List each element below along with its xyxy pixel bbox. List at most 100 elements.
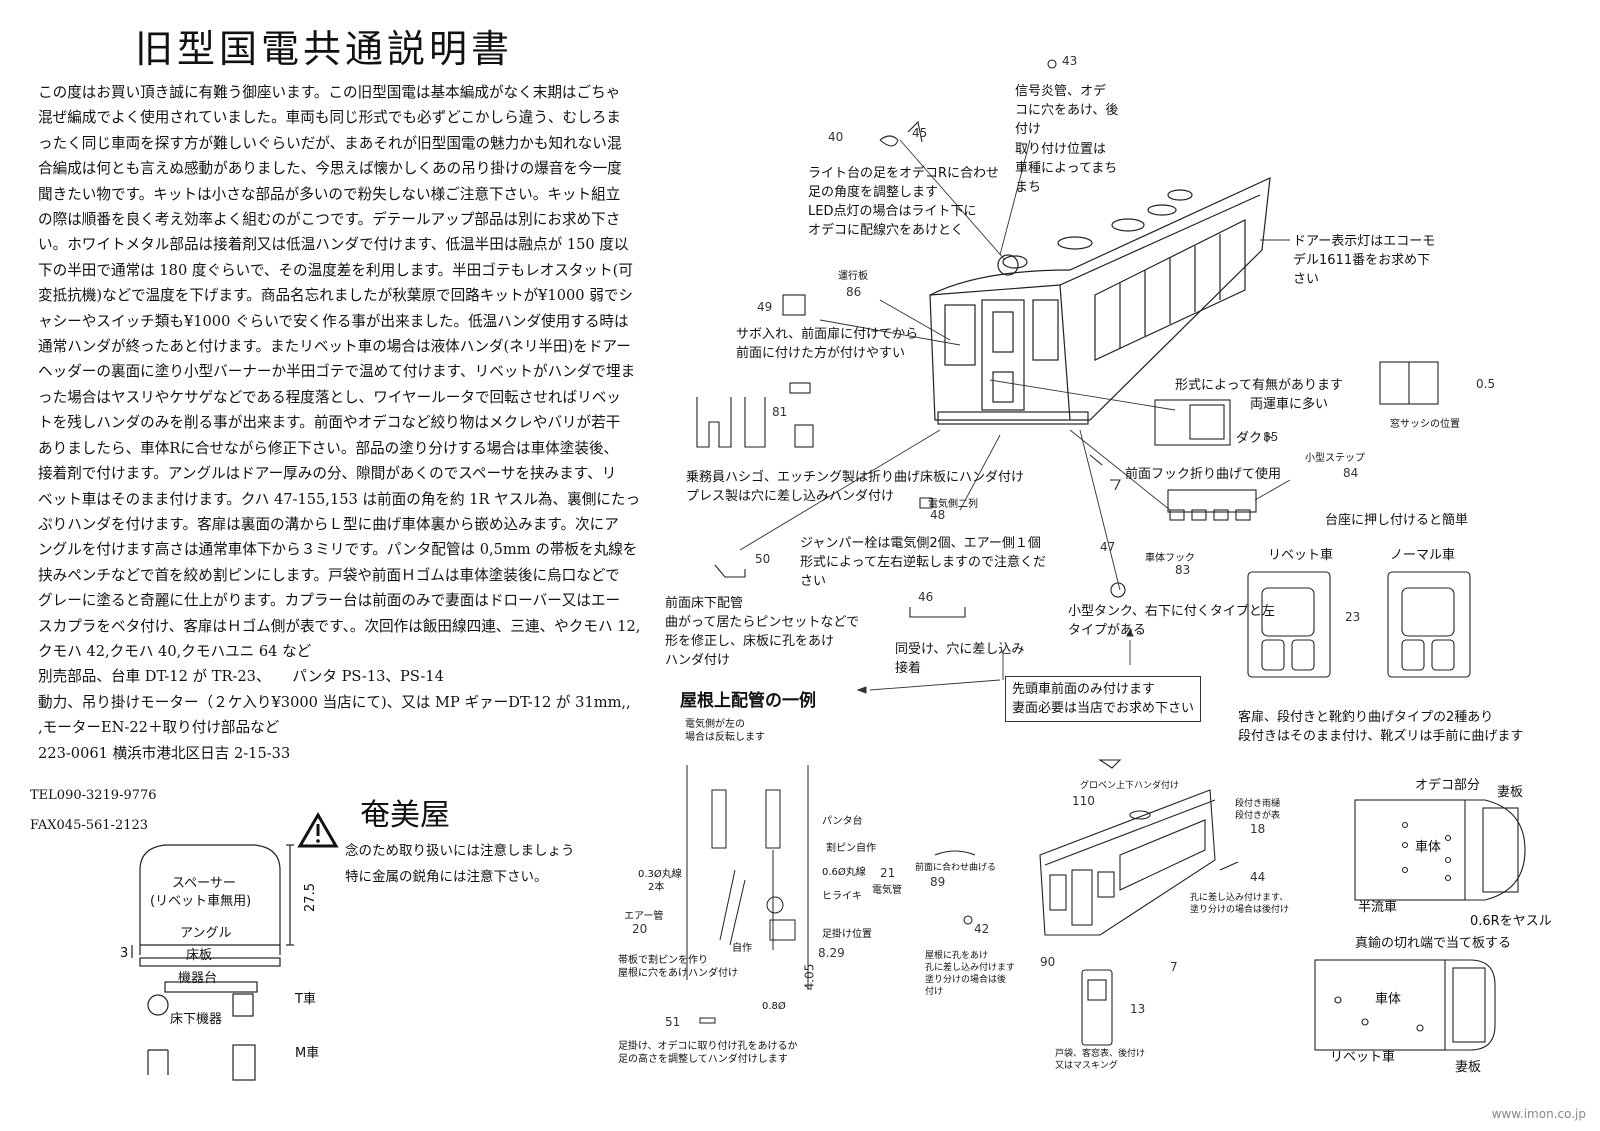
label-hiraki: ヒライキ xyxy=(822,891,862,902)
part-number: 50 xyxy=(755,552,771,566)
body-line: ングルを付けます高さは通常車体下から３ミリです。パンタ配管は 0,5mm の帯板… xyxy=(38,541,638,559)
part-number: 90 xyxy=(1040,955,1056,969)
body-line: った場合はヤスリやケサゲなどである程度落とし、ワイヤールータで回転させればリベッ xyxy=(38,388,621,406)
part-number: 51 xyxy=(665,1015,681,1029)
label-r06: 0.6Rをヤスル xyxy=(1470,914,1552,929)
part-number: 18 xyxy=(1250,822,1266,836)
label-same-receive: 同受け、穴に差し込み接着 xyxy=(895,642,1025,676)
label-front-bend: 前面に合わせ曲げる xyxy=(915,863,997,873)
body-line: い。ホワイトメタル部品は接着剤又は低温ハンダで付けます、低温半田は融点が 150… xyxy=(38,236,629,254)
body-line: 223-0061 横浜市港北区日吉 2-15-33 xyxy=(38,744,291,762)
fax-number: FAX045-561-2123 xyxy=(30,818,149,833)
label-roof-hole: 屋根に孔をあけ孔に差し込み付けます塗り分けの場合は後付け xyxy=(925,951,1016,997)
label-bend-edge: 真鍮の切れ端で当て板する xyxy=(1355,936,1512,951)
label-door-types: 客扉、段付きと靴釣り曲げタイプの2種あり段付きはそのまま付け、靴ズリは手前に曲げ… xyxy=(1238,710,1524,744)
label-paint-after: 戸袋、客窓表、後付け又はマスキング xyxy=(1055,1049,1146,1071)
label-step-position: 足掛け位置 xyxy=(822,929,872,940)
part-number: 43 xyxy=(1062,54,1078,68)
label-door-lamp: ドアー表示灯はエコーモデル1611番をお求め下さい xyxy=(1293,234,1436,287)
part-number: 23 xyxy=(1345,610,1361,624)
arrows xyxy=(856,628,1134,694)
leader-lines xyxy=(739,139,1291,691)
body-line: スカプラをベタ付け、客扉はＨゴム側が表です、。次回作は飯田線四連、三連、やクモハ… xyxy=(38,617,641,635)
body-line: ありましたら、車体Rに合せながら修正下さい。部品の塗り分けする場合は車体塗装後、 xyxy=(38,439,619,457)
label-run-board: 運行板 xyxy=(838,271,868,282)
label-wire-06: 0.6Ø丸線 xyxy=(822,867,866,878)
label-air-pipe: エアー管 xyxy=(624,911,664,922)
main-car-diagram xyxy=(929,177,1271,425)
body-line: クモハ 42,クモハ 40,クモハユニ 64 など xyxy=(38,642,312,660)
label-small-tank: 小型タンク、右下に付くタイプと左タイプがある xyxy=(1068,604,1275,638)
label-odeko-part: オデコ部分 xyxy=(1415,778,1481,793)
part-number: 48 xyxy=(930,508,946,522)
body-line: 別売部品、台車 DT-12 が TR-23、 パンタ PS-13、PS-14 xyxy=(38,668,444,686)
page-title: 旧型国電共通説明書 xyxy=(135,27,514,71)
label-body-top: 車体 xyxy=(1415,840,1442,855)
part-number: 85 xyxy=(1263,430,1279,444)
body-line: ぷりハンダを付けます。客扉は裏面の溝からＬ型に曲げ車体裏から嵌め込みます。次にア xyxy=(38,515,619,533)
part-number: 40 xyxy=(828,130,844,144)
cross-section-diagram xyxy=(131,844,294,1081)
label-form-varies: 形式によって有無があります両運車に多い xyxy=(1175,378,1343,412)
label-elec-left: 電気側が左の場合は反転します xyxy=(685,719,765,743)
body-line: の際は順番を良く考え効率よく組むのがこつです。デテールアップ部品は別にお求め下さ xyxy=(38,211,621,229)
part-number: 86 xyxy=(846,285,862,299)
label-front-hook: 前面フック折り曲げて使用 xyxy=(1125,467,1282,482)
body-line: ,モーターEN-22＋取り付け部品など xyxy=(38,719,280,737)
label-rivet-car-bottom: リベット車 xyxy=(1330,1050,1396,1065)
label-jumper: ジャンパー栓は電気側2個、エアー側１個形式によって左右逆転しますので注意ください xyxy=(800,536,1046,589)
tel-number: TEL090-3219-9776 xyxy=(30,788,157,803)
label-self-made: 自作 xyxy=(732,943,752,954)
label-front-floor-pipe: 前面床下配管曲がって居たらピンセットなどで形を修正し、床板に孔をあけハンダ付け xyxy=(665,596,860,668)
label-floor: 床板 xyxy=(186,948,213,963)
label-half-flow: 半流車 xyxy=(1358,900,1398,915)
label-normal-car: ノーマル車 xyxy=(1390,548,1456,563)
part-number: 81 xyxy=(772,405,788,419)
part-number: 46 xyxy=(918,590,934,604)
part-number: 0.5 xyxy=(1476,377,1496,391)
small-parts xyxy=(696,59,1471,678)
body-line: 変抵抗機)などで温度を下げます。商品名忘れましたが秋葉原で回路キットが¥1000… xyxy=(38,287,633,305)
part-number: 13 xyxy=(1130,1002,1146,1016)
body-line: ったく同じ車両を探す方が難しいぐらいだが、まあそれが旧型国電の魅力かも知れない混 xyxy=(38,134,622,152)
label-dim-3: 3 xyxy=(120,946,129,961)
label-window-sash: 窓サッシの位置 xyxy=(1390,419,1460,430)
part-number: 20 xyxy=(632,922,648,936)
label-t-car: T車 xyxy=(295,992,316,1007)
label-body-bottom: 車体 xyxy=(1375,992,1402,1007)
body-line: トを残しハンダのみを削る事が出来ます。前面やオデコなど絞り物はメクレやバリが若干 xyxy=(38,414,621,432)
body-line: ベット車はそのまま付けます。クハ 47-155,153 は前面の角を約 1R ヤ… xyxy=(38,490,641,508)
part-number: 8.29 xyxy=(818,946,845,960)
body-line: 混ぜ編成でよく使用されていました。車両も同じ形式でも必ずどこかしら違う、むしろま xyxy=(38,109,621,127)
label-m-car: M車 xyxy=(295,1046,320,1061)
part-number: 49 xyxy=(757,300,773,314)
label-spacer-note: (リベット車無用) xyxy=(150,894,252,909)
shop-name: 奄美屋 xyxy=(360,798,450,833)
label-stepped-handrail: 段付き雨樋段付きが表 xyxy=(1235,799,1281,821)
label-grab-solder: グロベン上下ハンダ付け xyxy=(1080,781,1180,791)
label-insert-paint: 孔に差し込み付けます、塗り分けの場合は後付け xyxy=(1190,893,1290,915)
body-line: 動力、吊り掛けモーター（２ケ入り¥3000 当店にて)、又は MP ギァーDT-… xyxy=(38,693,631,711)
label-end-plate-bottom: 妻板 xyxy=(1455,1060,1482,1075)
body-line: 通常ハンダが終ったあと付けます。またリベット車の場合は液体ハンダ(ネリ半田)をド… xyxy=(38,338,631,356)
part-number: 44 xyxy=(1250,870,1266,884)
part-number: 84 xyxy=(1343,466,1359,480)
roof-pipe-title: 屋根上配管の一例 xyxy=(680,691,816,711)
label-step-small: 小型ステップ xyxy=(1305,453,1365,464)
body-line: 下の半田で通常は 180 度ぐらいで、その温度差を利用します。半田ゴテもレオスタ… xyxy=(38,261,633,279)
label-crew-ladder: 乗務員ハシゴ、エッチング製は折り曲げ床板にハンダ付けプレス製は穴に差し込みハンダ… xyxy=(686,470,1025,504)
label-dim-height: 27.5 xyxy=(302,883,318,912)
instruction-body: この度はお買い頂き誠に有難う御座います。この旧型国電は基本編成がなく末期はごちゃ… xyxy=(38,80,668,766)
label-wire-08: 0.8Ø xyxy=(762,1001,786,1012)
label-spacer: スペーサー xyxy=(172,876,236,891)
label-signal-position: 取り付け位置は車種によってまちまち xyxy=(1015,142,1118,195)
label-lead-car-only: 先頭車前面のみ付けます妻面必要は当店でお求め下さい xyxy=(1005,676,1202,722)
label-angle: アングル xyxy=(180,926,232,941)
label-end-plate-top: 妻板 xyxy=(1497,785,1524,800)
label-panta-base: パンタ台 xyxy=(822,816,863,827)
label-step-note: 足掛け、オデコに取り付け孔をあけるか足の高さを調整してハンダ付けします xyxy=(618,1041,798,1065)
label-duct: ダクト xyxy=(1236,431,1276,446)
